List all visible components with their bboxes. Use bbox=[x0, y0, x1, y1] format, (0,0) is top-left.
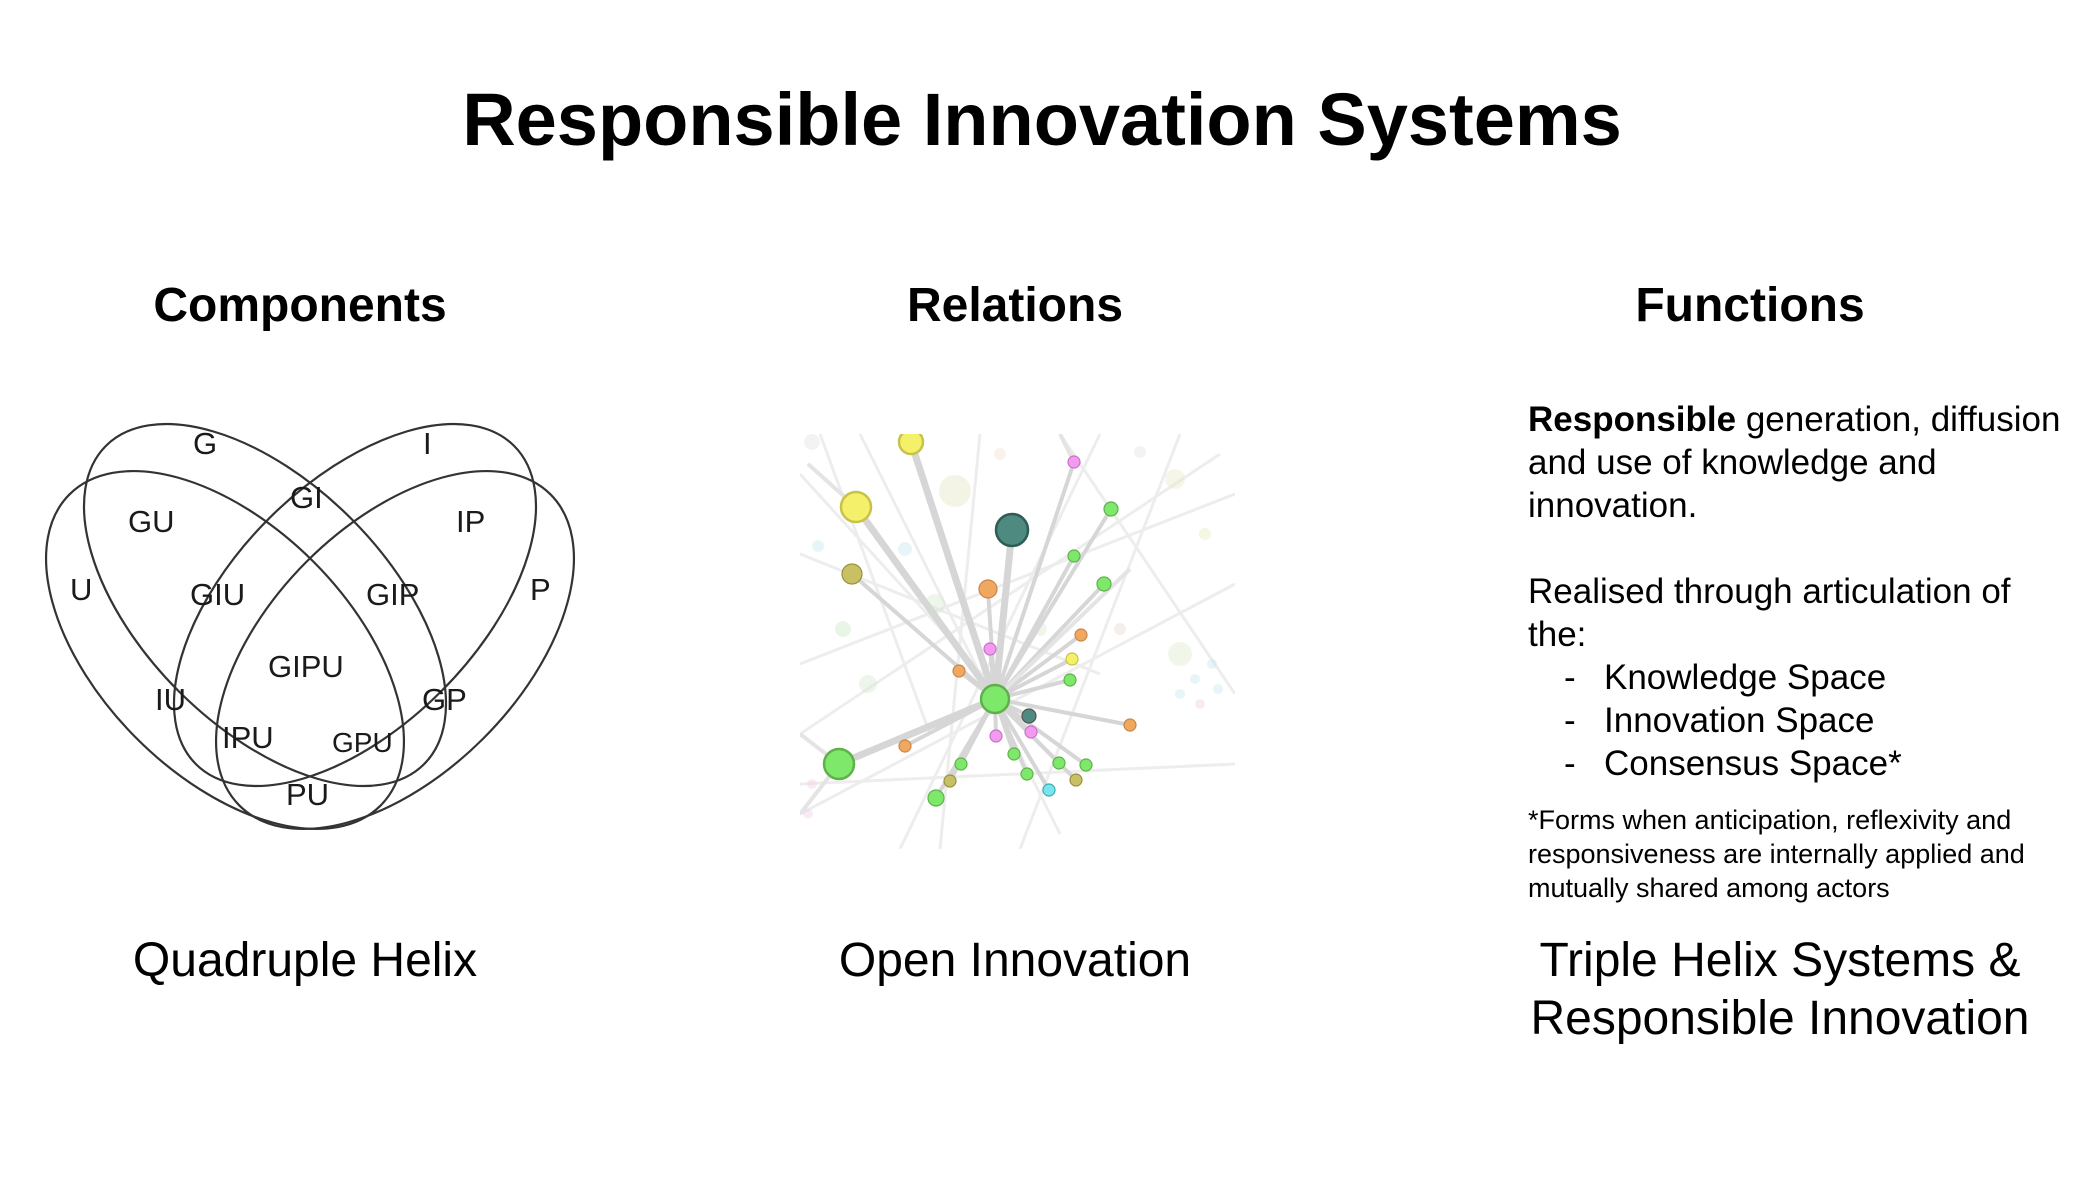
network-faint-nodes bbox=[803, 434, 1223, 819]
network-edge bbox=[904, 697, 996, 748]
network-node bbox=[897, 434, 925, 456]
network-node bbox=[978, 579, 998, 599]
venn-label-giu: GIU bbox=[190, 577, 245, 612]
network-node bbox=[1065, 652, 1079, 666]
network-node bbox=[983, 642, 997, 656]
relations-heading: Relations bbox=[906, 279, 1124, 332]
network-edge bbox=[837, 695, 997, 768]
network-node bbox=[1123, 718, 1137, 732]
network-node bbox=[952, 664, 966, 678]
quadruple-helix-venn-diagram: G I U P GU GI IP GIU GIP GIPU IU GP IPU … bbox=[44, 422, 576, 831]
network-node bbox=[822, 747, 856, 781]
functions-description: Responsible generation, diffusion and us… bbox=[1528, 398, 2068, 905]
functions-heading: Functions bbox=[1635, 279, 1865, 332]
network-node bbox=[839, 490, 873, 524]
bullet-label: Consensus Space* bbox=[1604, 744, 1902, 783]
functions-footnote: *Forms when anticipation, reflexivity an… bbox=[1528, 805, 2025, 903]
functions-footer: Triple Helix Systems & Responsible Innov… bbox=[1500, 932, 2060, 1048]
network-node bbox=[1021, 708, 1037, 724]
venn-ellipse-industry bbox=[172, 422, 538, 788]
network-node bbox=[1103, 501, 1119, 517]
components-footer: Quadruple Helix bbox=[132, 934, 478, 987]
venn-ellipse-public bbox=[214, 469, 576, 831]
venn-label-i: I bbox=[423, 426, 432, 461]
network-edge bbox=[993, 633, 1083, 701]
venn-ellipse-government bbox=[82, 422, 448, 788]
components-heading: Components bbox=[153, 279, 447, 332]
network-node bbox=[1052, 756, 1066, 770]
network-nodes bbox=[822, 434, 1137, 807]
network-edge bbox=[993, 697, 1051, 792]
network-node bbox=[927, 789, 945, 807]
network-node bbox=[979, 683, 1011, 715]
venn-label-u: U bbox=[70, 572, 92, 607]
functions-realised-text: Realised through articulation of the: bbox=[1528, 572, 2011, 654]
network-node bbox=[1079, 758, 1093, 772]
network-background-faint bbox=[800, 434, 1235, 849]
bullet-dash: - bbox=[1564, 744, 1576, 783]
slide-title: Responsible Innovation Systems bbox=[462, 78, 1622, 161]
network-edge bbox=[993, 555, 1076, 700]
network-node bbox=[954, 757, 968, 771]
network-edge bbox=[853, 504, 998, 702]
relations-footer: Open Innovation bbox=[838, 934, 1192, 987]
network-node bbox=[1024, 725, 1038, 739]
functions-intro: Responsible generation, diffusion and us… bbox=[1528, 398, 2068, 527]
network-node bbox=[994, 512, 1030, 548]
network-node bbox=[1067, 549, 1081, 563]
network-edges bbox=[800, 434, 1132, 816]
network-node bbox=[898, 739, 912, 753]
network-edge bbox=[907, 440, 999, 701]
network-node bbox=[989, 729, 1003, 743]
network-node bbox=[1067, 455, 1081, 469]
venn-label-ip: IP bbox=[456, 504, 485, 539]
network-edge bbox=[993, 461, 1076, 700]
venn-label-gi: GI bbox=[290, 480, 323, 515]
venn-ellipse-university bbox=[44, 469, 406, 831]
functions-footer-line1: Triple Helix Systems & bbox=[1539, 934, 2021, 987]
functions-footer-line2: Responsible Innovation bbox=[1530, 992, 2030, 1045]
bullet-dash: - bbox=[1564, 701, 1576, 740]
bullet-innovation-space: -Innovation Space bbox=[1564, 699, 2068, 742]
venn-label-p: P bbox=[530, 572, 551, 607]
network-node bbox=[841, 563, 863, 585]
open-innovation-network-graph bbox=[800, 434, 1235, 849]
network-node bbox=[943, 774, 957, 788]
network-node bbox=[1042, 783, 1056, 797]
venn-label-gpu: GPU bbox=[332, 727, 393, 758]
venn-label-gp: GP bbox=[422, 682, 467, 717]
network-edge bbox=[994, 697, 1131, 727]
functions-intro-rest: generation, diffusion and use of knowled… bbox=[1528, 400, 2061, 525]
network-node bbox=[1096, 576, 1112, 592]
network-node bbox=[1063, 673, 1077, 687]
venn-label-ipu: IPU bbox=[222, 720, 274, 755]
venn-label-gu: GU bbox=[128, 504, 175, 539]
bullet-label: Innovation Space bbox=[1604, 701, 1875, 740]
network-node bbox=[1074, 628, 1088, 642]
functions-intro-bold: Responsible bbox=[1528, 400, 1737, 439]
venn-label-pu: PU bbox=[286, 777, 329, 812]
venn-label-gip: GIP bbox=[366, 577, 419, 612]
bullet-label: Knowledge Space bbox=[1604, 658, 1887, 697]
venn-label-gipu: GIPU bbox=[268, 649, 344, 684]
bullet-consensus-space: -Consensus Space* bbox=[1564, 742, 2068, 785]
venn-label-iu: IU bbox=[155, 682, 186, 717]
network-node bbox=[1069, 773, 1083, 787]
bullet-knowledge-space: -Knowledge Space bbox=[1564, 656, 2068, 699]
network-node bbox=[1020, 767, 1034, 781]
venn-label-g: G bbox=[193, 426, 217, 461]
network-edge bbox=[991, 529, 1016, 700]
bullet-dash: - bbox=[1564, 658, 1576, 697]
network-node bbox=[1007, 747, 1021, 761]
network-edge bbox=[993, 697, 1088, 767]
